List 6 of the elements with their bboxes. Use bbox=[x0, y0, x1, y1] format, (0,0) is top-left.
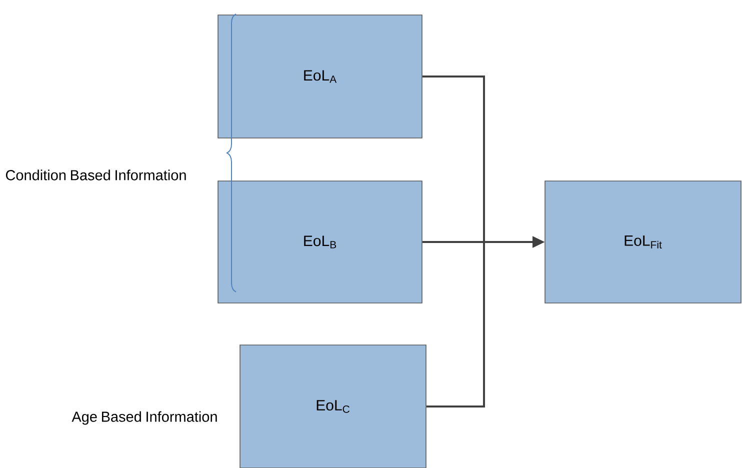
bracket-label: Condition Based Information bbox=[6, 170, 186, 180]
process-box: EoL$_{A}$ bbox=[218, 14, 422, 138]
process-box: EoL$_{B}$ bbox=[218, 180, 422, 304]
process-box: EoL$_{C}$ bbox=[240, 344, 426, 468]
bracket-label: Age Based Information bbox=[72, 411, 217, 425]
process-box: EoL$_{Fit}$ bbox=[544, 180, 742, 304]
